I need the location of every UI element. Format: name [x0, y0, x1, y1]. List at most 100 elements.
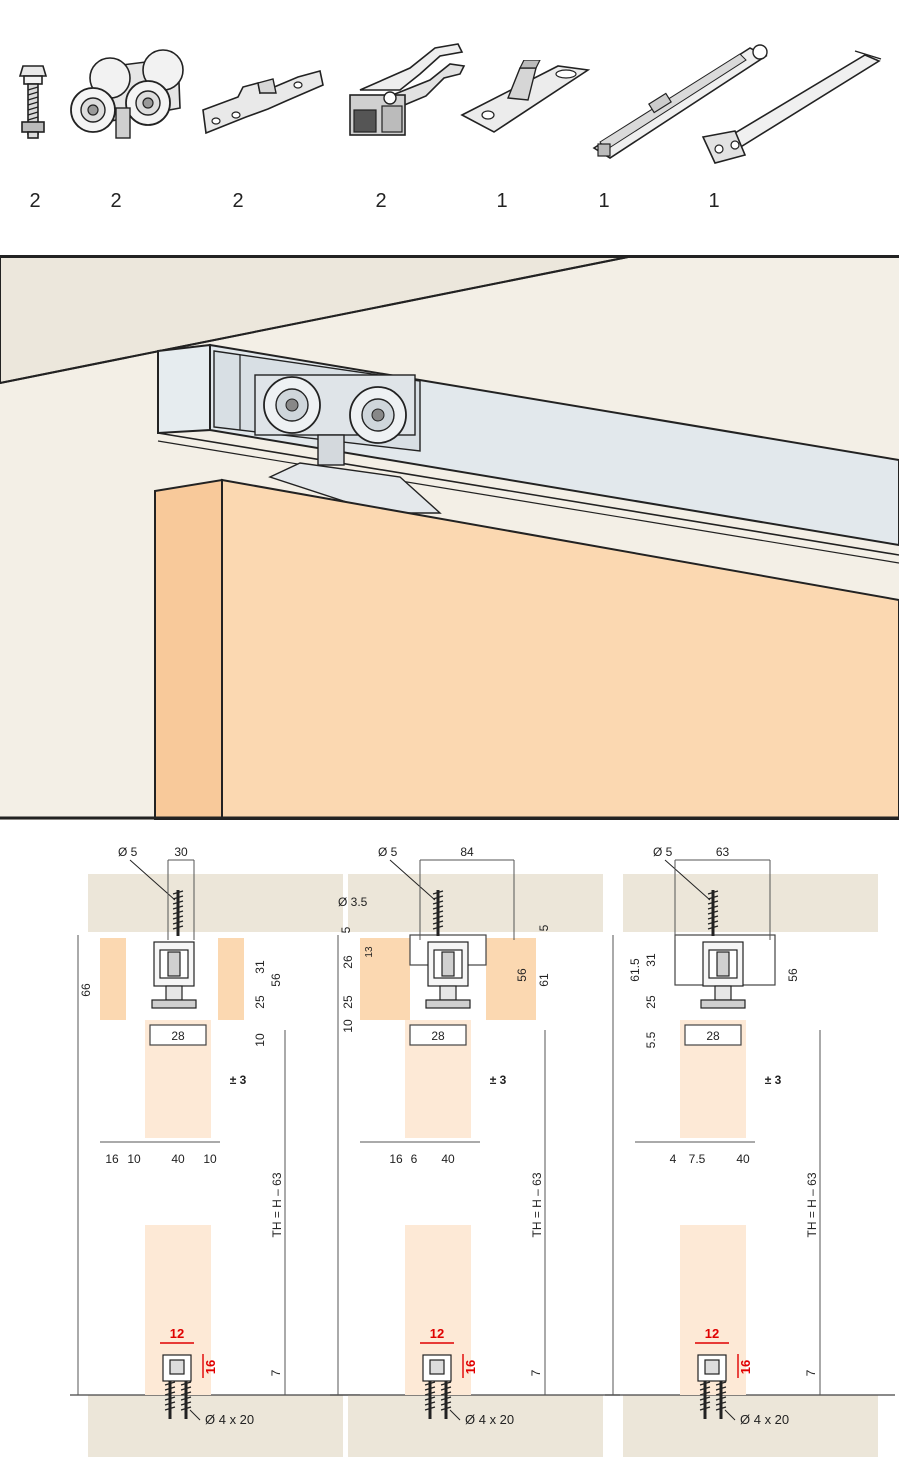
clamp-width-label: 28	[431, 1029, 445, 1043]
roller-carriage-icon	[70, 49, 184, 139]
guide-depth-label: 16	[738, 1360, 753, 1374]
roller-in-track	[254, 374, 442, 514]
dim-25-label: 25	[341, 995, 355, 1009]
door-clamp	[684, 1024, 742, 1046]
bottom-dim-label: 10	[203, 1152, 217, 1166]
floor-gap-label: 7	[804, 1369, 818, 1376]
floor-guide	[162, 1354, 192, 1382]
screw-icon	[699, 1381, 711, 1419]
dim-5-5-label: 5.5	[644, 1031, 658, 1048]
clamp-width-label: 28	[706, 1029, 720, 1043]
soft-close-damper-icon	[592, 44, 768, 159]
bottom-dim-label: 40	[736, 1152, 750, 1166]
door-clamp	[149, 1024, 207, 1046]
roller-bolt	[165, 985, 183, 1001]
screw-icon	[180, 1381, 192, 1419]
height-label: H	[330, 1196, 333, 1205]
tolerance-label: ± 3	[490, 1073, 507, 1087]
screw-diameter-label: Ø 5	[653, 845, 673, 859]
screw-icon	[715, 1381, 727, 1419]
wall-profile-left	[100, 938, 126, 1020]
bottom-dim-label: 16	[389, 1152, 403, 1166]
wall-profile-left	[360, 938, 410, 1020]
door-height-label: TH = H – 63	[270, 1172, 284, 1237]
dim-56-label: 56	[515, 968, 529, 982]
floor-screw-label: Ø 4 x 20	[205, 1412, 254, 1427]
screw-icon	[172, 890, 184, 936]
side-screw-label: Ø 3.5	[338, 895, 368, 909]
leader-line	[189, 1409, 201, 1421]
floor-block	[623, 1395, 878, 1457]
quantity-mounting-plate: 2	[232, 190, 244, 212]
screw-with-nut-icon	[18, 65, 48, 139]
guide-width-label: 12	[705, 1326, 719, 1341]
roller-axle	[716, 951, 730, 977]
floor-block	[88, 1395, 343, 1457]
door-height-label: TH = H – 63	[805, 1172, 819, 1237]
quantity-activator: 1	[708, 190, 720, 212]
leader-line	[389, 859, 436, 901]
screw-diameter-label: Ø 5	[118, 845, 138, 859]
bottom-dim-label: 6	[411, 1152, 418, 1166]
leader-line	[449, 1409, 461, 1421]
mounting-plate-icon	[202, 70, 324, 135]
dim-56-label: 56	[786, 968, 800, 982]
quantity-roller-carriage: 2	[110, 190, 122, 212]
dim-31-label: 31	[253, 960, 267, 974]
floor-gap-label: 7	[269, 1369, 283, 1376]
height-label: H	[70, 1196, 73, 1205]
height-label: H	[605, 1196, 608, 1205]
dim-26-label: 26	[341, 955, 355, 969]
dim-13-label: 13	[364, 946, 375, 958]
activator-arm-icon	[701, 50, 882, 164]
roller-bolt	[439, 985, 457, 1001]
dim-10-label: 10	[341, 1019, 355, 1033]
bottom-dim-label: 10	[127, 1152, 141, 1166]
floor-screw-label: Ø 4 x 20	[740, 1412, 789, 1427]
screw-icon	[164, 1381, 176, 1419]
floor-guide-roller	[704, 1359, 720, 1375]
leader-line	[664, 859, 711, 901]
screw-icon	[440, 1381, 452, 1419]
door-panel	[154, 478, 899, 820]
dim-61-label: 61	[537, 973, 551, 987]
quantity-screw: 2	[29, 190, 41, 212]
width-dim-label: 63	[716, 845, 730, 859]
floor-screw-label: Ø 4 x 20	[465, 1412, 514, 1427]
dim-31-label: 31	[644, 953, 658, 967]
floor-gap-label: 7	[529, 1369, 543, 1376]
ceiling-block	[348, 874, 603, 932]
bottom-dim-label: 40	[441, 1152, 455, 1166]
mounting-plate	[700, 999, 746, 1009]
quantity-clamp-bracket: 2	[375, 190, 387, 212]
dim-25-label: 25	[253, 995, 267, 1009]
screw-diameter-label: Ø 5	[378, 845, 398, 859]
dim-25-label: 25	[644, 995, 658, 1009]
leader-line	[724, 1409, 736, 1421]
bottom-dim-label: 7.5	[689, 1152, 706, 1166]
door-height-label: TH = H – 63	[530, 1172, 544, 1237]
floor-block	[348, 1395, 603, 1457]
parts-list: 2 2 2 2 1 1 1	[0, 0, 899, 240]
width-dim-label: 30	[174, 845, 188, 859]
dim-61-5-label: 61.5	[628, 958, 642, 982]
width-dim-label: 84	[460, 845, 474, 859]
guide-depth-label: 16	[203, 1360, 218, 1374]
floor-guide-roller	[429, 1359, 445, 1375]
roller-bolt	[714, 985, 732, 1001]
dim-5-left-label: 5	[339, 926, 353, 933]
wall-profile-right	[218, 938, 244, 1020]
door-clamp-bracket-icon	[349, 43, 466, 136]
dim-56-label: 56	[269, 973, 283, 987]
bottom-dim-label: 16	[105, 1152, 119, 1166]
installation-illustration	[0, 255, 899, 820]
track-height-label: 66	[79, 983, 93, 997]
mounting-plate	[151, 999, 197, 1009]
dim-10-label: 10	[253, 1033, 267, 1047]
screw-icon	[424, 1381, 436, 1419]
screw-icon	[432, 890, 444, 936]
floor-guide-icon	[460, 60, 591, 133]
